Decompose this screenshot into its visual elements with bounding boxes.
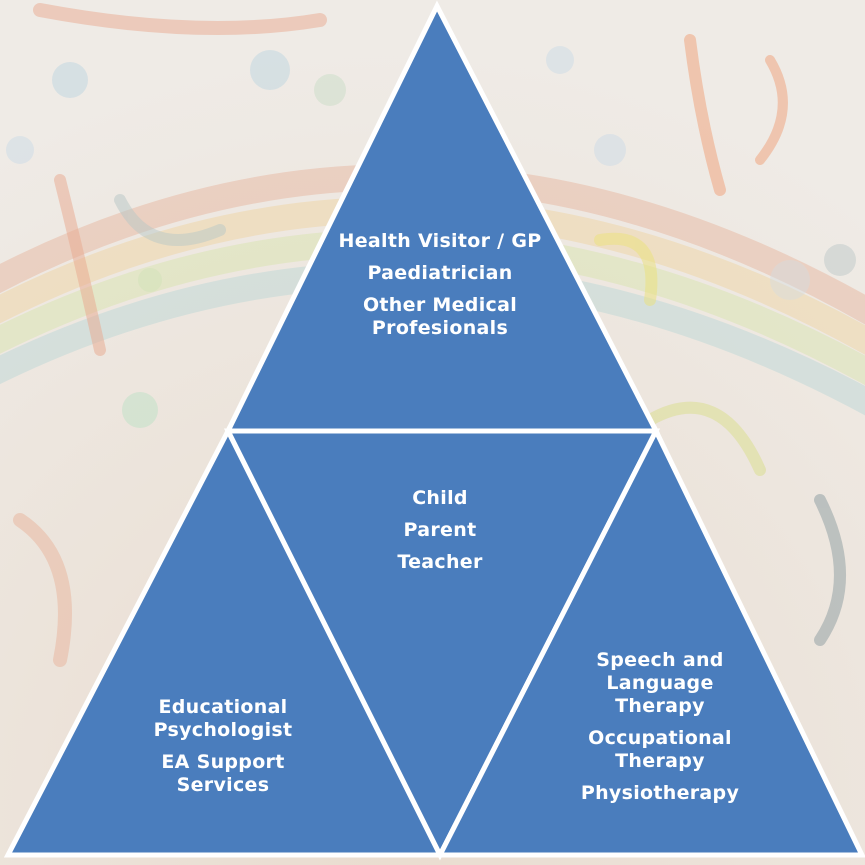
ea-support-services-label: EA Support Services	[161, 751, 285, 796]
left-section-labels: Educational Psychologist EA Support Serv…	[133, 696, 313, 797]
child-label: Child	[412, 487, 468, 509]
right-section-labels: Speech and Language Therapy Occupational…	[560, 649, 760, 805]
top-section-labels: Health Visitor / GP Paediatrician Other …	[330, 230, 550, 340]
educational-psychologist-label: Educational Psychologist	[153, 696, 293, 741]
teacher-label: Teacher	[397, 551, 483, 573]
left-triangle	[3, 425, 445, 858]
other-medical-professionals-label: Other Medical Profesionals	[362, 294, 518, 339]
paediatrician-label: Paediatrician	[367, 262, 513, 284]
center-section-labels: Child Parent Teacher	[360, 487, 520, 574]
health-visitor-gp-label: Health Visitor / GP	[338, 230, 542, 252]
speech-language-therapy-label: Speech and Language Therapy	[596, 649, 724, 717]
top-triangle	[223, 0, 661, 434]
right-triangle	[435, 425, 865, 858]
parent-label: Parent	[403, 519, 477, 541]
physiotherapy-label: Physiotherapy	[580, 782, 740, 804]
occupational-therapy-label: Occupational Therapy	[588, 727, 732, 772]
